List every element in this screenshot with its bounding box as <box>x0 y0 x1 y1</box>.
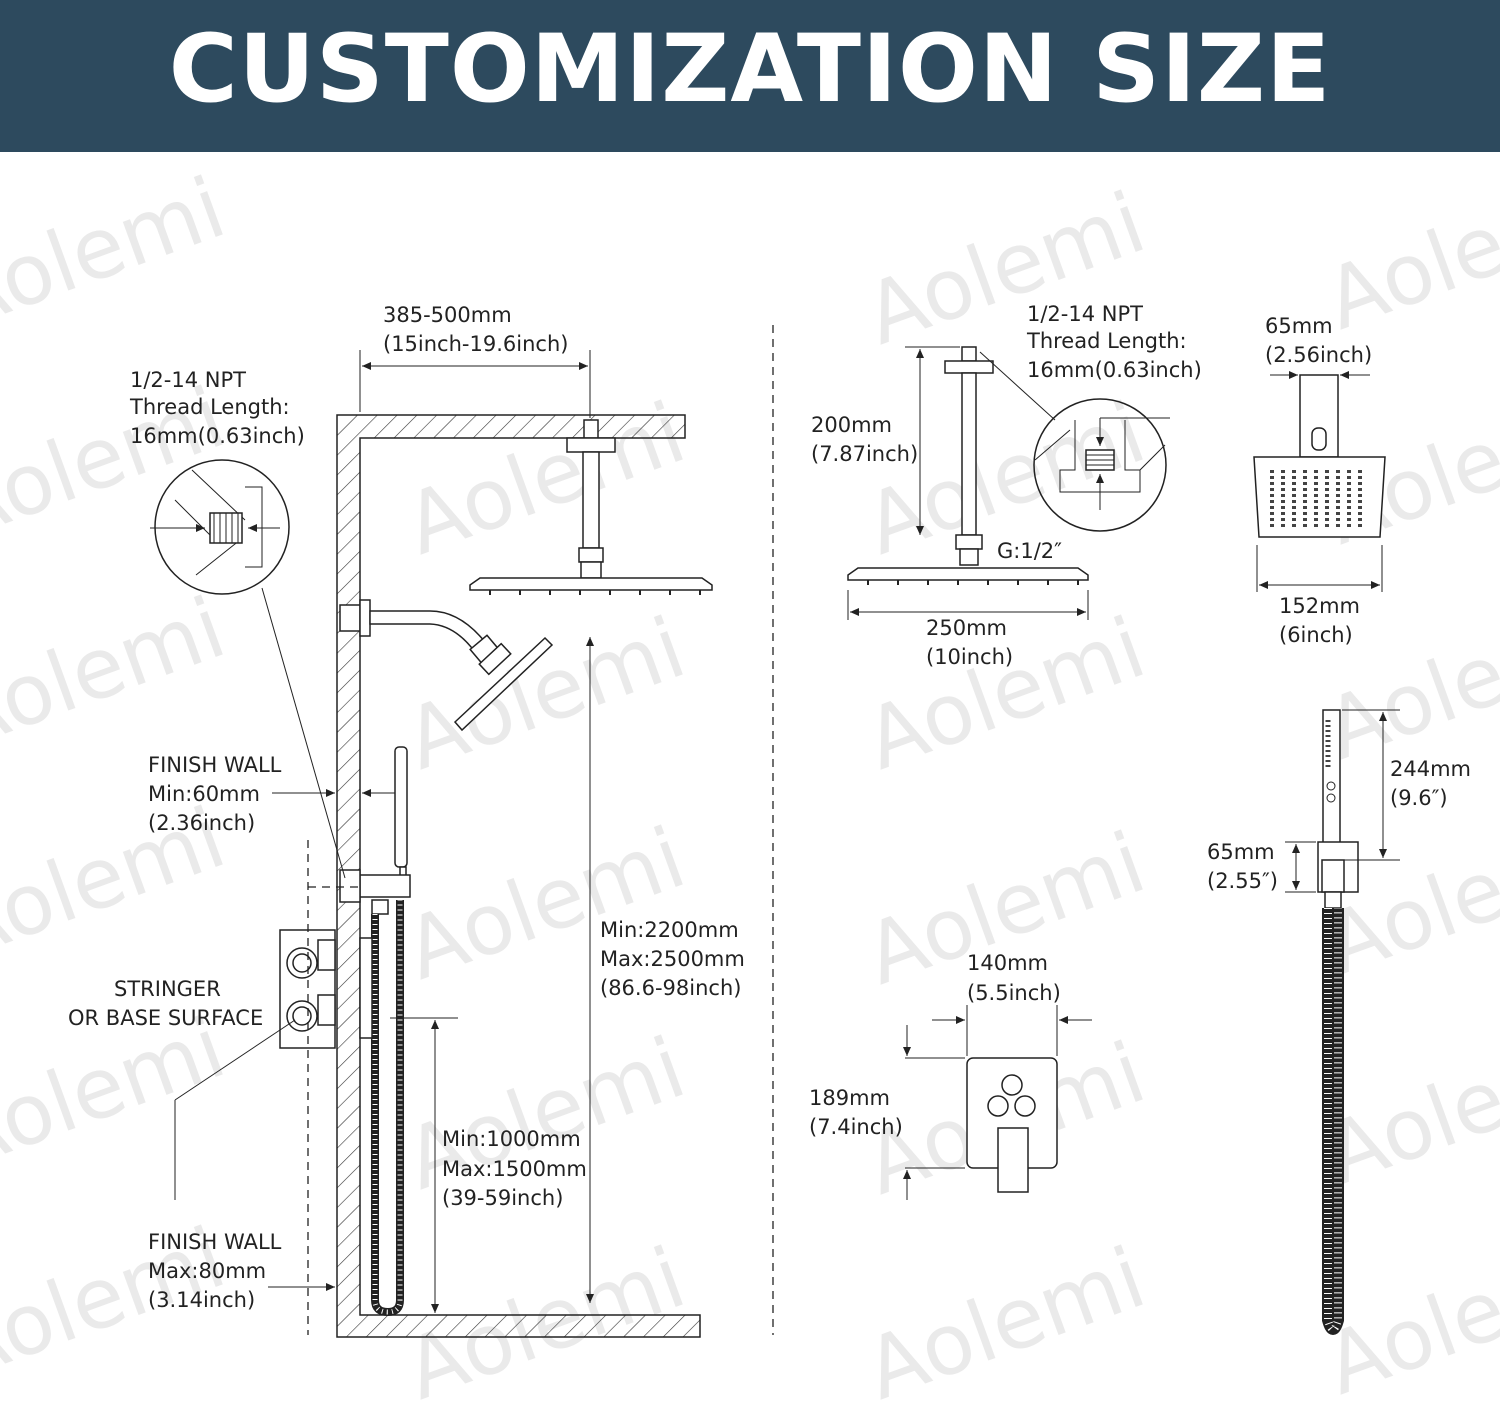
right-labels: 1/2-14 NPT Thread Length: 16mm(0.63inch)… <box>809 302 1471 1139</box>
square-arm-width-inch: (2.56inch) <box>1265 343 1372 367</box>
finish-wall-min-mm: Min:60mm <box>148 782 260 806</box>
wall-mount-shower-head <box>339 599 554 732</box>
round-head-width-inch: (10inch) <box>926 645 1013 669</box>
watermark: Aolemi <box>393 598 697 788</box>
finish-wall-max-mm: Max:80mm <box>148 1259 266 1283</box>
trim-height-mm: 189mm <box>809 1086 890 1110</box>
watermark: Aolemi <box>853 1228 1157 1404</box>
square-head-width-inch: (6inch) <box>1279 623 1353 647</box>
thread-spec: 1/2-14 NPT <box>130 368 246 392</box>
handheld-shower-right <box>1285 709 1400 1335</box>
valve-trim-plate <box>903 1005 1092 1200</box>
head-height-inch: (86.6-98inch) <box>600 976 741 1000</box>
left-labels: 385-500mm (15inch-19.6inch) 1/2-14 NPT T… <box>68 303 745 1312</box>
handheld-length-mm: 244mm <box>1390 757 1471 781</box>
thread-length-value: 16mm(0.63inch) <box>130 424 305 448</box>
thread-length-label-right: Thread Length: <box>1026 329 1187 353</box>
watermark: Aolemi <box>0 578 237 768</box>
finish-wall-max-inch: (3.14inch) <box>148 1288 255 1312</box>
valve-height-max: Max:1500mm <box>442 1157 587 1181</box>
arm-length-mm: 200mm <box>811 413 892 437</box>
dimension-lines-left <box>268 350 594 1335</box>
holder-height-mm: 65mm <box>1207 840 1275 864</box>
ceiling-rain-shower-head <box>469 419 713 595</box>
square-head-width-mm: 152mm <box>1279 594 1360 618</box>
stringer-label: STRINGER <box>114 977 221 1001</box>
round-rain-shower-head <box>847 346 1089 620</box>
thread-length-value-right: 16mm(0.63inch) <box>1027 358 1202 382</box>
wall-section <box>336 414 701 1338</box>
head-height-max: Max:2500mm <box>600 947 745 971</box>
title-banner: CUSTOMIZATION SIZE <box>0 0 1500 152</box>
square-arm-width-mm: 65mm <box>1265 314 1333 338</box>
holder-height-inch: (2.55″) <box>1207 869 1278 893</box>
valve-height-inch: (39-59inch) <box>442 1186 563 1210</box>
thread-detail-circle-right <box>1033 398 1170 532</box>
thread-spec-right: 1/2-14 NPT <box>1027 302 1143 326</box>
thread-detail-circle-left <box>150 459 346 1200</box>
arm-length-inch: (7.87inch) <box>811 442 918 466</box>
square-shower-head <box>1253 371 1386 592</box>
thread-length-label: Thread Length: <box>129 395 290 419</box>
round-head-width-mm: 250mm <box>926 616 1007 640</box>
valve-height-min: Min:1000mm <box>442 1127 581 1151</box>
base-surface-label: OR BASE SURFACE <box>68 1006 263 1030</box>
watermark: Aolemi <box>0 158 237 348</box>
trim-width-inch: (5.5inch) <box>967 981 1061 1005</box>
finish-wall-min-inch: (2.36inch) <box>148 811 255 835</box>
connector-spec: G:1/2″ <box>997 539 1062 563</box>
head-height-min: Min:2200mm <box>600 918 739 942</box>
watermark: Aolemi <box>853 813 1157 1003</box>
arm-width-mm: 385-500mm <box>383 303 512 327</box>
finish-wall-min-label: FINISH WALL <box>148 753 282 777</box>
arm-width-inch: (15inch-19.6inch) <box>383 332 568 356</box>
page-title: CUSTOMIZATION SIZE <box>168 15 1332 124</box>
trim-height-inch: (7.4inch) <box>809 1115 903 1139</box>
finish-wall-max-label: FINISH WALL <box>148 1230 282 1254</box>
watermark: Aolemi <box>1313 158 1500 348</box>
handheld-shower-left <box>339 746 411 1317</box>
trim-width-mm: 140mm <box>967 951 1048 975</box>
watermark: Aolemi <box>393 383 697 573</box>
handheld-length-inch: (9.6″) <box>1390 786 1448 810</box>
